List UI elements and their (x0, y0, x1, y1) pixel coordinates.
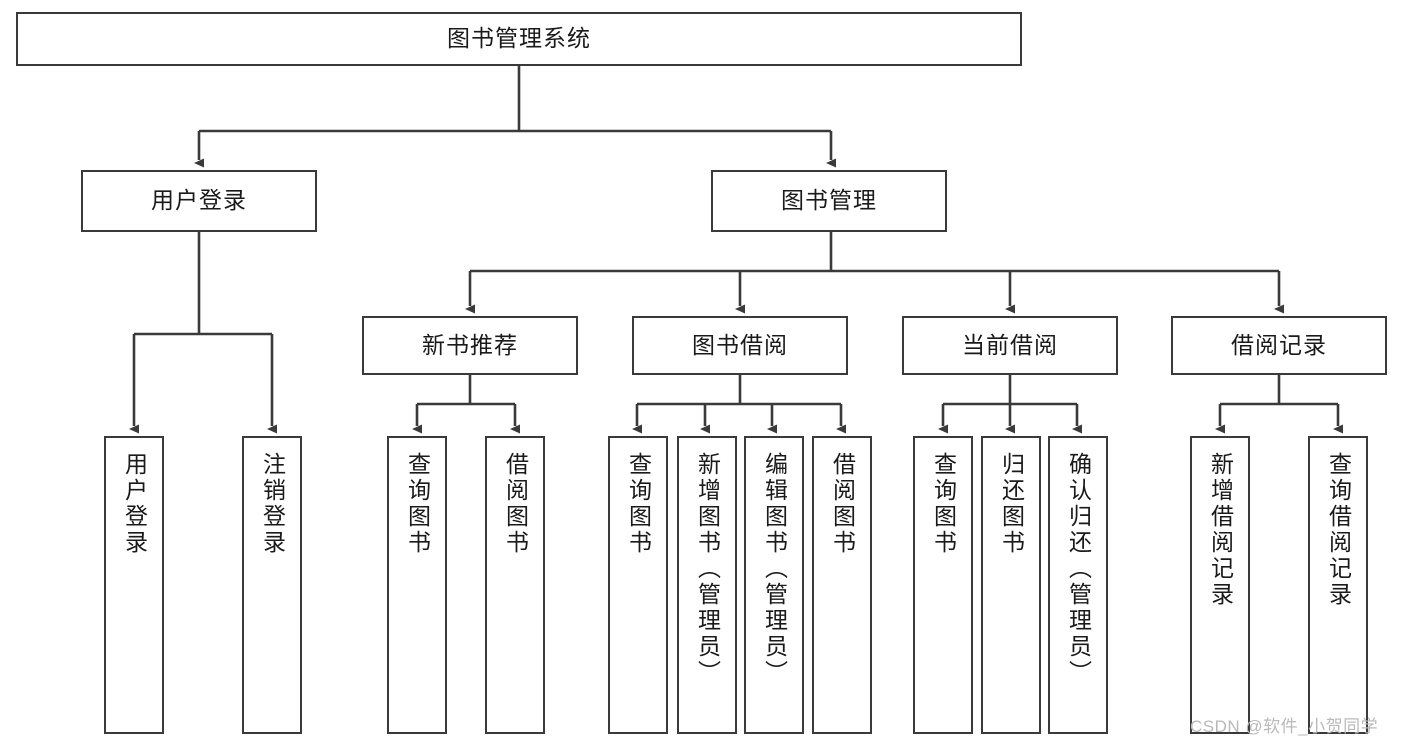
node-label: 新增借阅记录 (1207, 452, 1234, 608)
node-leaf-query-borrow-record[interactable]: 查询借阅记录 (1308, 436, 1368, 734)
node-leaf-user-login[interactable]: 用户登录 (104, 436, 164, 734)
node-leaf-query-book-recommend[interactable]: 查询图书 (387, 436, 447, 734)
node-leaf-borrow-book[interactable]: 借阅图书 (812, 436, 872, 734)
node-leaf-query-book-current[interactable]: 查询图书 (913, 436, 973, 734)
node-label: 借阅记录 (1231, 331, 1327, 358)
node-leaf-query-book-borrow[interactable]: 查询图书 (608, 436, 668, 734)
node-label: 图书借阅 (692, 331, 788, 358)
node-label: 新书推荐 (422, 331, 518, 358)
node-current-borrow[interactable]: 当前借阅 (902, 316, 1118, 375)
csdn-watermark: CSDN @软件_小贺同学 (1190, 717, 1379, 736)
node-leaf-add-book[interactable]: 新增图书（管理员） (677, 436, 737, 734)
node-new-book-recommend[interactable]: 新书推荐 (362, 316, 578, 375)
node-label: 图书管理系统 (447, 25, 591, 52)
node-borrow-record[interactable]: 借阅记录 (1171, 316, 1387, 375)
node-label: 查询图书 (404, 452, 431, 556)
node-label: 借阅图书 (829, 452, 856, 556)
node-book-borrow[interactable]: 图书借阅 (632, 316, 848, 375)
node-label: 图书管理 (781, 187, 877, 214)
node-leaf-logout[interactable]: 注销登录 (242, 436, 302, 734)
node-label: 当前借阅 (962, 331, 1058, 358)
node-label: 确认归还（管理员） (1065, 452, 1092, 686)
node-leaf-borrow-book-recommend[interactable]: 借阅图书 (485, 436, 545, 734)
node-book-manage[interactable]: 图书管理 (711, 170, 947, 232)
node-label: 注销登录 (259, 452, 286, 556)
node-label: 新增图书（管理员） (694, 452, 721, 686)
node-label: 借阅图书 (502, 452, 529, 556)
node-label: 用户登录 (121, 452, 148, 556)
node-user-login[interactable]: 用户登录 (81, 170, 317, 232)
node-label: 查询借阅记录 (1325, 452, 1352, 608)
node-label: 编辑图书（管理员） (761, 452, 788, 686)
node-label: 查询图书 (930, 452, 957, 556)
node-root-system[interactable]: 图书管理系统 (16, 12, 1022, 66)
node-label: 查询图书 (625, 452, 652, 556)
node-leaf-add-borrow-record[interactable]: 新增借阅记录 (1190, 436, 1250, 734)
node-leaf-return-book[interactable]: 归还图书 (981, 436, 1041, 734)
node-leaf-edit-book[interactable]: 编辑图书（管理员） (744, 436, 804, 734)
node-label: 归还图书 (998, 452, 1025, 556)
node-label: 用户登录 (151, 187, 247, 214)
node-leaf-confirm-return[interactable]: 确认归还（管理员） (1048, 436, 1108, 734)
